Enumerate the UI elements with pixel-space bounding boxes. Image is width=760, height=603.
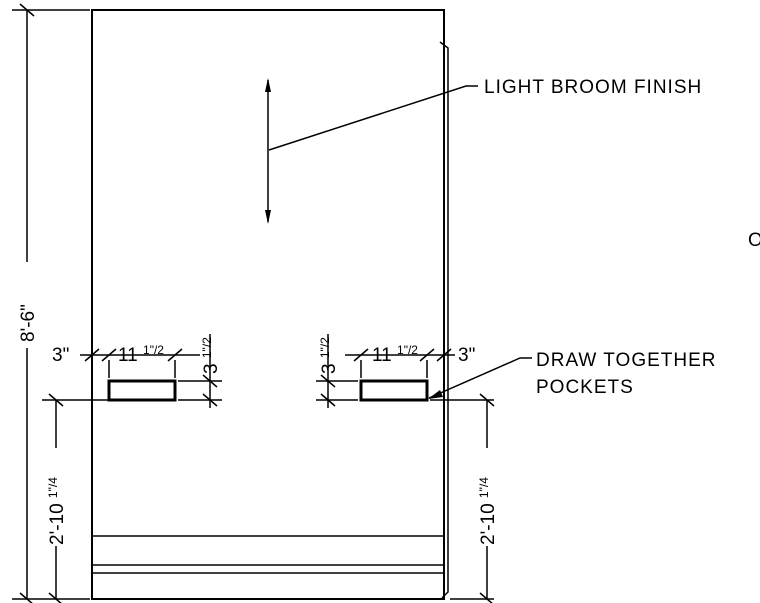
pockets-leader bbox=[428, 357, 532, 399]
finish-leader bbox=[268, 85, 478, 151]
right-edge-offset-label: 3" bbox=[458, 345, 475, 366]
svg-text:2'-10 1"/4: 2'-10 1"/4 bbox=[477, 477, 499, 545]
broom-direction-arrow bbox=[265, 78, 271, 224]
right-pocket-height-dimension: 2'-10 1"/4 bbox=[430, 393, 499, 603]
svg-text:11 1"/2: 11 1"/2 bbox=[118, 343, 164, 366]
left-pocket-depth-label: 3 bbox=[201, 363, 222, 374]
svg-text:3 1"/2: 3 1"/2 bbox=[200, 337, 222, 374]
right-pocket-height-label: 2'-10 bbox=[478, 503, 499, 545]
svg-text:11 1"/2: 11 1"/2 bbox=[372, 343, 418, 366]
overall-height-label: 8'-6" bbox=[18, 304, 39, 342]
right-pocket-depth-frac: 1"/2 bbox=[318, 337, 332, 358]
left-edge-offset-label: 3" bbox=[52, 345, 69, 366]
right-pocket-width-label: 11 bbox=[372, 345, 392, 366]
svg-text:2'-10 1"/4: 2'-10 1"/4 bbox=[46, 477, 68, 545]
left-pocket-width-frac: 1"/2 bbox=[143, 343, 164, 357]
right-pocket-width-dimension: 11 1"/2 3" bbox=[345, 343, 475, 378]
left-pocket-height-dimension: 2'-10 1"/4 bbox=[42, 393, 108, 603]
left-pocket-height-label: 2'-10 bbox=[47, 503, 68, 545]
left-pocket-height-frac: 1"/4 bbox=[46, 477, 60, 498]
panel-outline bbox=[91, 9, 445, 600]
left-pocket-width-label: 11 bbox=[118, 345, 138, 366]
right-pocket-height-frac: 1"/4 bbox=[477, 477, 491, 498]
left-pocket-depth-frac: 1"/2 bbox=[200, 337, 214, 358]
finish-note: LIGHT BROOM FINISH bbox=[484, 77, 702, 98]
right-pocket bbox=[359, 379, 429, 402]
right-pocket-width-frac: 1"/2 bbox=[397, 343, 418, 357]
pockets-note-line1: DRAW TOGETHER bbox=[536, 350, 717, 371]
left-pocket bbox=[107, 379, 177, 402]
cut-off-letter: O bbox=[748, 230, 760, 251]
overall-height-dimension: 8'-6" bbox=[12, 3, 90, 603]
left-pocket-width-dimension: 3" 11 1"/2 bbox=[52, 343, 200, 378]
right-pocket-depth-label: 3 bbox=[319, 363, 340, 374]
pockets-leader-arrowhead bbox=[428, 390, 443, 399]
pockets-note-line2: POCKETS bbox=[536, 377, 634, 398]
right-pocket-depth-dimension: 3 1"/2 bbox=[316, 334, 358, 408]
panel-side-edge bbox=[439, 41, 449, 599]
left-pocket-depth-dimension: 3 1"/2 bbox=[178, 334, 222, 408]
svg-text:3 1"/2: 3 1"/2 bbox=[318, 337, 340, 374]
